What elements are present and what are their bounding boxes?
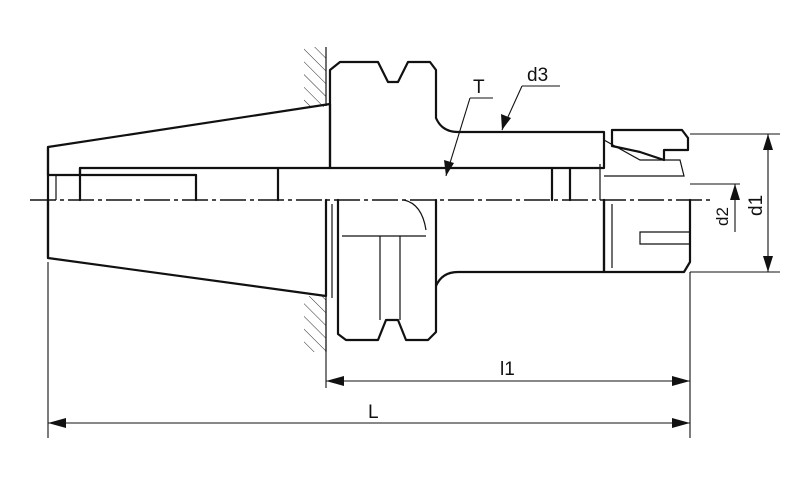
internal-bore [46,145,572,260]
label-L: L [368,402,379,423]
upper-section-view [46,60,690,200]
dimension-d1 [690,133,780,273]
label-d1: d1 [746,195,767,216]
dimension-l1 [325,272,691,438]
lower-outside-view [46,198,692,342]
flange-section [328,60,606,170]
leader-T [444,97,493,177]
taper-shank-section [46,102,332,177]
spindle-wall [304,47,327,352]
taper-shank-outline [46,198,328,298]
flange-outline [336,198,606,342]
label-l1: l1 [500,359,515,380]
dimension-L [47,262,690,438]
dimension-d2 [690,183,740,232]
label-T: T [473,77,485,98]
collet-nut-section [610,128,690,162]
label-d3: d3 [527,65,548,86]
label-d2: d2 [713,207,732,226]
leader-d3 [501,85,560,131]
collet-nut-outline [602,198,692,274]
